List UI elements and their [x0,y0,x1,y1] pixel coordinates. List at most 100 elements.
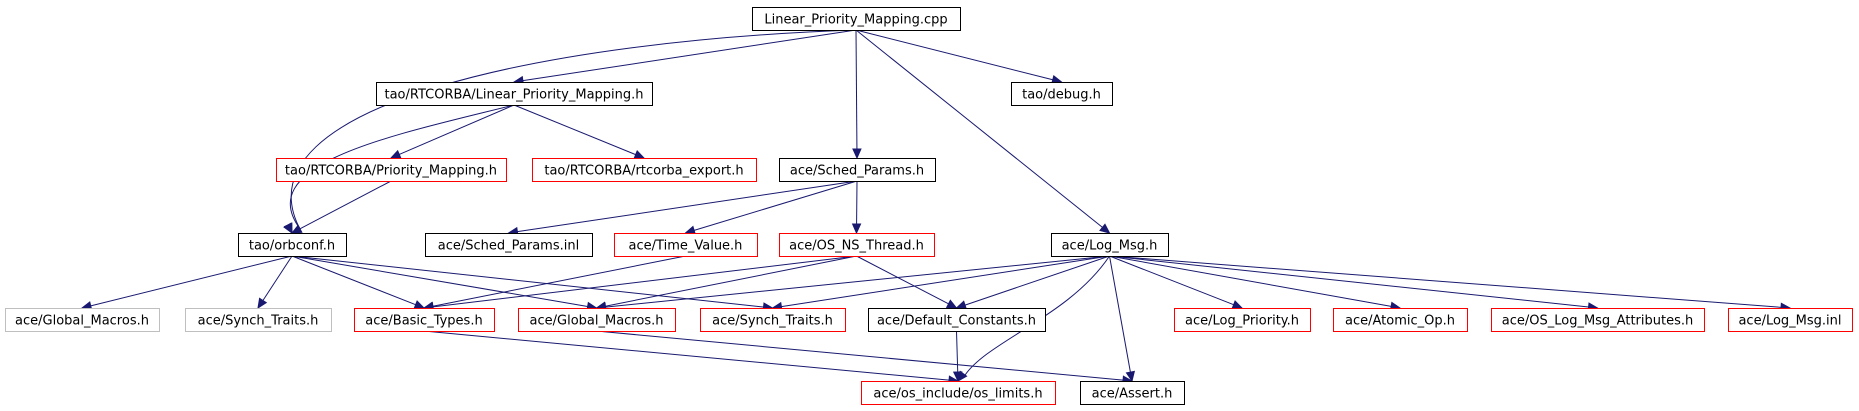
arrowhead-defc_h-to-oslimits_h [952,371,963,383]
node-label: Linear_Priority_Mapping.cpp [764,13,947,28]
edge-logmsg_h-to-atomic_h [1109,255,1392,307]
node-pm-h[interactable]: tao/RTCORBA/Priority_Mapping.h [276,158,507,182]
arrowhead-lpm_h-to-orbconf_h [283,222,293,235]
node-label: ace/Sched_Params.h [790,164,924,179]
node-basic-h[interactable]: ace/Basic_Types.h [354,308,495,332]
node-label: ace/Global_Macros.h [530,314,664,329]
node-rtexport-h[interactable]: tao/RTCORBA/rtcorba_export.h [532,158,757,182]
node-defc-h[interactable]: ace/Default_Constants.h [868,308,1046,332]
node-box [861,381,1056,405]
node-gm-ext: ace/Global_Macros.h [5,308,160,332]
edge-orbconf_h-to-gm_h [291,255,588,307]
node-label: ace/Synch_Traits.h [712,314,833,329]
arrowhead-logmsg_h-to-logpri_h [1231,300,1244,309]
node-box [532,158,757,182]
node-oslma-h[interactable]: ace/OS_Log_Msg_Attributes.h [1491,308,1705,332]
node-box [518,308,676,332]
node-gm-h[interactable]: ace/Global_Macros.h [518,308,676,332]
node-box [238,233,347,257]
edge-gm_h-to-assert_h [596,330,1124,381]
node-label: ace/Basic_Types.h [365,314,482,329]
arrowhead-orbconf_h-to-st_ext [257,297,268,310]
node-logpri-h[interactable]: ace/Log_Priority.h [1174,308,1311,332]
edge-logmsg_h-to-logmsg_inl [1109,255,1782,308]
node-label: ace/Time_Value.h [629,239,743,254]
node-label: tao/RTCORBA/Priority_Mapping.h [285,164,497,179]
node-box [1491,308,1705,332]
edge-osns_h-to-gm_h [605,255,857,307]
edge-lpm_h-to-rtexport_h [513,104,636,156]
edge-lpm_h-to-orbconf_h [290,104,515,229]
arrowhead-osns_h-to-defc_h [945,299,958,309]
node-assert-h[interactable]: ace/Assert.h [1080,381,1185,405]
nodes-layer: Linear_Priority_Mapping.cpp tao/RTCORBA/L… [5,7,1853,405]
node-label: tao/debug.h [1022,88,1101,103]
edge-osns_h-to-basic_h [432,255,857,308]
edge-logmsg_h-to-oslma_h [1109,255,1589,308]
node-box [868,308,1046,332]
node-logmsg-inl[interactable]: ace/Log_Msg.inl [1728,308,1853,332]
arrowhead-pm_h-to-orbconf_h [290,224,303,234]
edge-orbconf_h-to-st_ext [262,255,293,301]
edge-root-to-logmsg_h [855,29,1103,228]
edge-logmsg_h-to-gm_h [605,255,1110,308]
node-box [779,158,936,182]
node-box [752,7,961,31]
node-box [700,308,846,332]
node-label: ace/Log_Priority.h [1185,314,1299,329]
node-label: ace/Log_Msg.inl [1738,314,1841,329]
node-st-h[interactable]: ace/Synch_Traits.h [700,308,846,332]
edge-orbconf_h-to-gm_ext [90,255,293,307]
edge-sched_h-to-timeval_h [693,180,858,231]
edge-root-to-orbconf_h [290,29,857,231]
arrowhead-lpm_h-to-pm_h [389,149,402,159]
edge-orbconf_h-to-st_h [291,255,764,308]
node-label: ace/Synch_Traits.h [198,314,319,329]
node-box [1174,308,1311,332]
edge-orbconf_h-to-basic_h [291,255,416,306]
node-box [354,308,495,332]
node-box [614,233,758,257]
edge-logmsg_h-to-defc_h [964,255,1110,306]
node-box [185,308,332,332]
node-root[interactable]: Linear_Priority_Mapping.cpp [752,7,961,31]
node-debug-h[interactable]: tao/debug.h [1011,82,1113,106]
edge-osns_h-to-defc_h [856,255,949,305]
node-lpm-h[interactable]: tao/RTCORBA/Linear_Priority_Mapping.h [376,82,653,106]
arrowhead-root-to-sched_h [852,148,862,160]
node-label: tao/orbconf.h [249,239,335,254]
node-label: ace/Assert.h [1092,387,1173,402]
node-label: ace/Log_Msg.h [1062,239,1158,254]
node-label: ace/os_include/os_limits.h [873,387,1042,402]
node-timeval-h[interactable]: ace/Time_Value.h [614,233,758,257]
node-box [1333,308,1468,332]
edge-defc_h-to-oslimits_h [956,330,959,373]
node-orbconf-h[interactable]: tao/orbconf.h [238,233,347,257]
edge-logmsg_h-to-assert_h [1109,255,1131,373]
node-box [1011,82,1113,106]
node-box [1728,308,1853,332]
node-label: ace/Atomic_Op.h [1345,314,1455,329]
node-sched-inl[interactable]: ace/Sched_Params.inl [425,233,593,257]
node-logmsg-h[interactable]: ace/Log_Msg.h [1051,233,1169,257]
node-atomic-h[interactable]: ace/Atomic_Op.h [1333,308,1468,332]
node-label: tao/RTCORBA/Linear_Priority_Mapping.h [384,88,643,103]
node-box [276,158,507,182]
node-sched-h[interactable]: ace/Sched_Params.h [779,158,936,182]
edge-logmsg_h-to-logpri_h [1109,255,1234,306]
node-box [376,82,653,106]
node-box [1051,233,1169,257]
edge-logmsg_h-to-st_h [781,255,1110,308]
edge-basic_h-to-oslimits_h [423,330,950,381]
node-label: tao/RTCORBA/rtcorba_export.h [544,164,743,179]
node-label: ace/OS_NS_Thread.h [789,239,924,254]
edge-pm_h-to-orbconf_h [299,180,392,230]
arrowhead-orbconf_h-to-basic_h [413,300,426,309]
edge-root-to-debug_h [855,29,1053,81]
node-osns-h[interactable]: ace/OS_NS_Thread.h [779,233,935,257]
node-label: ace/OS_Log_Msg_Attributes.h [1502,314,1693,329]
arrowhead-logmsg_h-to-assert_h [1125,370,1136,383]
node-oslimits-h[interactable]: ace/os_include/os_limits.h [861,381,1056,405]
node-box [779,233,935,257]
